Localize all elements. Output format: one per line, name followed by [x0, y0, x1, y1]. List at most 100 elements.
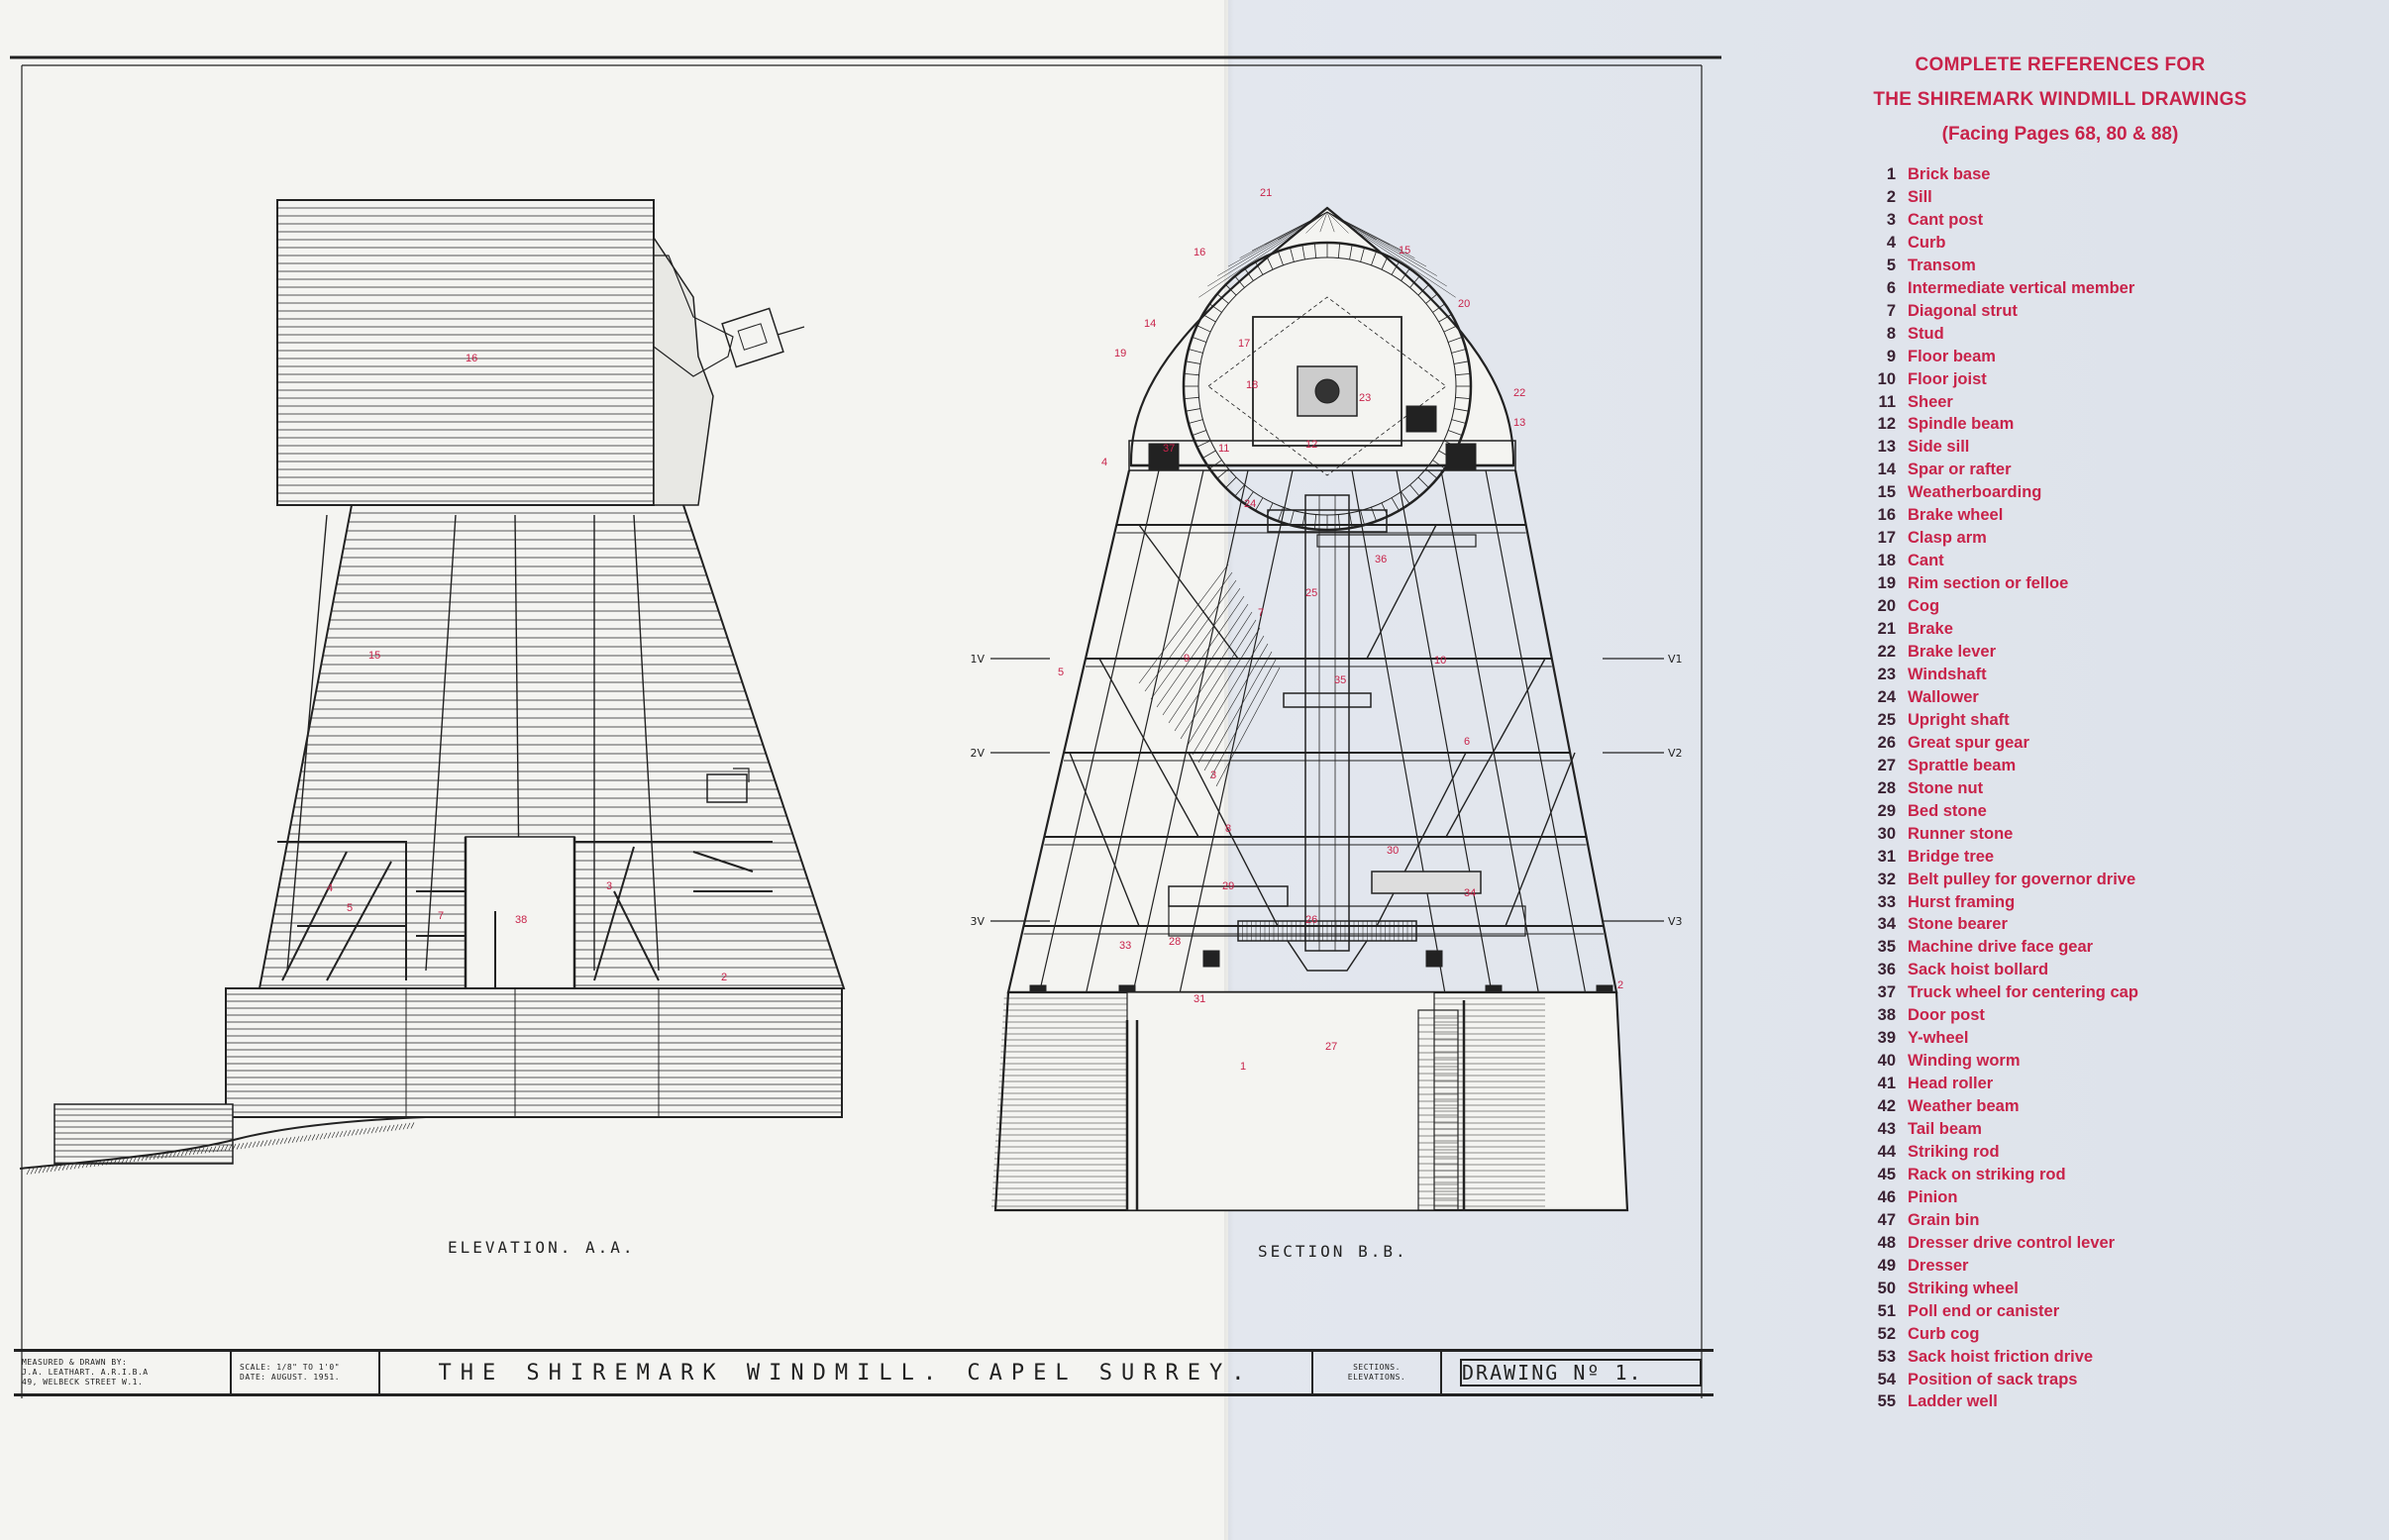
ground-hatch	[339, 1130, 344, 1138]
diagonal-strut	[1069, 752, 1140, 927]
cap-rafter	[1326, 211, 1447, 287]
reference-name: Floor joist	[1908, 369, 1987, 388]
reference-name: Spar or rafter	[1908, 461, 2012, 479]
ground-hatch	[160, 1152, 165, 1159]
ground-hatch	[73, 1163, 78, 1170]
section-callout: 1	[1240, 1061, 1246, 1073]
reference-number: 49	[1877, 1256, 1896, 1275]
reference-name: Door post	[1908, 1006, 1985, 1025]
ground-hatch	[378, 1126, 383, 1133]
reference-name: Y-wheel	[1908, 1029, 1969, 1048]
section-callout: 3	[1210, 770, 1216, 781]
reference-number: 14	[1877, 461, 1896, 479]
reference-number: 36	[1877, 961, 1896, 979]
ground-hatch	[113, 1158, 118, 1165]
ground-hatch	[248, 1141, 253, 1149]
title-block-title-cell: THE SHIREMARK WINDMILL. CAPEL SURREY.	[380, 1352, 1313, 1393]
ground-hatch	[275, 1138, 280, 1145]
reference-number: 2	[1886, 187, 1896, 206]
cap-rafter	[1326, 211, 1415, 258]
brake-wheel-cog	[1234, 275, 1245, 288]
ground-hatch	[263, 1140, 268, 1147]
small-window	[706, 773, 748, 803]
ground-hatch	[355, 1129, 360, 1136]
reference-name: Rim section or felloe	[1908, 574, 2069, 593]
page-fold	[1224, 0, 1234, 1540]
reference-name: Cog	[1908, 597, 1940, 616]
ground-hatch	[109, 1158, 114, 1166]
ground-hatch	[93, 1160, 98, 1167]
cap-rafter	[1278, 211, 1328, 241]
ground-hatch	[208, 1146, 213, 1154]
reference-name: Runner stone	[1908, 824, 2014, 843]
brake-wheel-cog	[1290, 247, 1295, 262]
reference-name: Ladder well	[1908, 1392, 1998, 1411]
ground-hatch	[46, 1166, 51, 1173]
ground-hatch	[38, 1167, 43, 1174]
reference-number: 22	[1877, 643, 1896, 662]
reference-panel-background	[1228, 0, 2389, 1540]
ground-hatch	[386, 1125, 391, 1132]
date-text: DATE: AUGUST. 1951.	[240, 1373, 341, 1382]
section-callout: 14	[1144, 318, 1156, 330]
ground-hatch	[220, 1145, 225, 1152]
ground-hatch	[291, 1136, 296, 1143]
reference-name: Sill	[1908, 187, 1932, 206]
stair-line	[1203, 651, 1273, 771]
stair-line	[1144, 571, 1233, 692]
level-label: V2	[1668, 747, 1683, 760]
reference-number: 51	[1877, 1301, 1896, 1320]
reference-number: 50	[1877, 1279, 1896, 1297]
section-callout: 11	[1218, 443, 1229, 455]
reference-number: 5	[1886, 256, 1896, 274]
reference-number: 25	[1877, 710, 1896, 729]
reference-name: Diagonal strut	[1908, 301, 2018, 320]
ground-hatch	[180, 1150, 185, 1157]
author-name: J.A. LEATHART. A.R.I.B.A	[22, 1368, 149, 1377]
fantail-hub	[737, 323, 768, 351]
brake-wheel-cog	[1360, 510, 1365, 526]
drawing-frame	[10, 55, 1721, 1398]
section-callout: 26	[1305, 914, 1317, 926]
truck-wheel-block	[1148, 443, 1180, 470]
ground-hatch	[351, 1129, 356, 1136]
ground-hatch	[176, 1150, 181, 1157]
ground-hatch	[188, 1149, 193, 1156]
ground-hatch	[307, 1134, 312, 1142]
ground-hatch	[398, 1123, 403, 1131]
ground-hatch	[382, 1125, 387, 1132]
ground-hatch	[121, 1157, 126, 1164]
brake-wheel-cog	[1451, 419, 1467, 424]
reference-name: Stone nut	[1908, 778, 1984, 797]
stair-line	[1192, 635, 1265, 756]
brake-wheel-cog	[1453, 360, 1469, 364]
reference-number: 3	[1886, 210, 1896, 229]
reference-number: 12	[1877, 415, 1896, 434]
ground-hatch	[200, 1147, 205, 1155]
door-opening	[465, 836, 575, 989]
ground-hatch	[319, 1133, 324, 1140]
reference-name: Weather beam	[1908, 1097, 2020, 1116]
ground-hatch	[267, 1139, 272, 1146]
brake-wheel-cog	[1349, 245, 1353, 260]
ground-hatch	[303, 1135, 308, 1142]
brake-wheel-cog	[1188, 419, 1203, 424]
ground-hatch	[34, 1167, 39, 1175]
brake-wheel-cog	[1278, 251, 1284, 265]
brake-wheel-cog	[1301, 245, 1305, 260]
cant-post	[1351, 469, 1446, 993]
ground-hatch	[236, 1143, 241, 1150]
